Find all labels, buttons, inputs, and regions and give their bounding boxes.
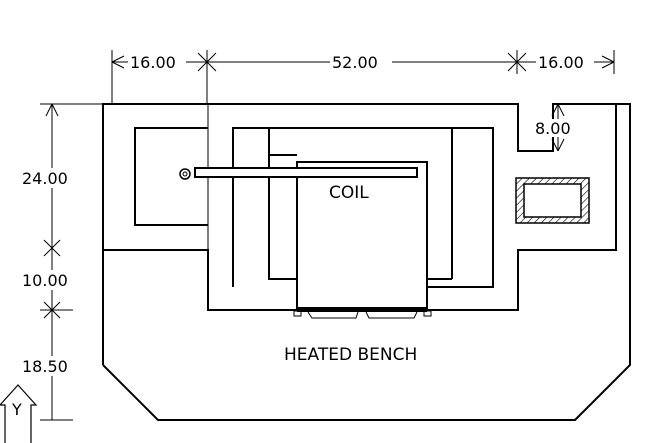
- bench-label: HEATED BENCH: [284, 345, 417, 365]
- left-dim-bg-3: [20, 356, 80, 376]
- base-foot-right: [423, 310, 432, 317]
- coil-end-inner: [182, 171, 188, 177]
- ucs-y-axis-icon: [0, 384, 38, 443]
- dim-top-left: 16.00: [130, 53, 176, 72]
- top-dim-bg-1: [128, 52, 186, 72]
- axis-y-label: Y: [11, 400, 22, 419]
- top-dim-bg-2: [330, 52, 392, 72]
- dim-left-lower: 18.50: [22, 357, 68, 376]
- slot-dim-bg: [534, 119, 582, 137]
- top-dim-bg-3: [536, 52, 594, 72]
- outer-u: [232, 127, 494, 288]
- middle-u: [268, 128, 453, 280]
- dim-top-right: 16.00: [538, 53, 584, 72]
- left-chamber: [134, 127, 208, 226]
- base-skid-left: [307, 311, 359, 319]
- left-dim-bg-2: [20, 270, 80, 290]
- bench-outline: [102, 103, 631, 421]
- coil-label: COIL: [329, 183, 369, 203]
- hatched-duct-opening: [523, 183, 582, 218]
- base-foot-left: [293, 310, 302, 317]
- dim-left-middle: 10.00: [22, 271, 68, 290]
- base-skid-right: [365, 311, 418, 319]
- base-plate: [297, 307, 427, 312]
- dim-slot-depth: 8.00: [535, 119, 571, 138]
- coil-bar: [194, 167, 418, 178]
- coil-end-outer: [179, 168, 191, 180]
- inner-u: [296, 161, 428, 310]
- dim-left-upper: 24.00: [22, 169, 68, 188]
- left-dim-bg-1: [20, 168, 80, 188]
- dim-top-middle: 52.00: [332, 53, 378, 72]
